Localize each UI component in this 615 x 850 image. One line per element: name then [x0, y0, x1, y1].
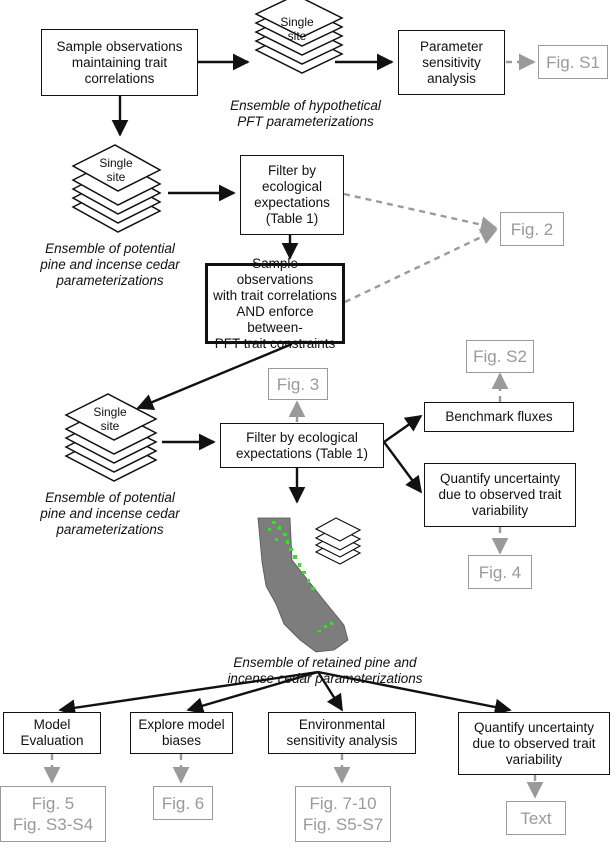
- stack1-label: Single site: [280, 15, 314, 43]
- arrow-filter2-to-quantify1: [383, 441, 422, 494]
- environmental-sensitivity-box: Environmental sensitivity analysis: [268, 712, 416, 754]
- benchmark-fluxes-box: Benchmark fluxes: [424, 402, 574, 432]
- fig-4-label: Fig. 4: [468, 555, 532, 589]
- site-stack-icon-2: [71, 144, 162, 233]
- caption-potential-1: Ensemble of potential pine and incense c…: [40, 241, 180, 288]
- explore-model-biases-box: Explore model biases: [130, 712, 233, 754]
- fig-3-label: Fig. 3: [268, 368, 328, 400]
- caption-retained: Ensemble of retained pine and incense ce…: [227, 655, 423, 686]
- parameter-sensitivity-box: Parameter sensitivity analysis: [398, 30, 505, 95]
- arrow-sample2-to-stack3: [136, 342, 293, 410]
- stack3-label: Single site: [93, 405, 127, 433]
- filter-ecological-box-1: Filter by ecological expectations (Table…: [240, 155, 344, 235]
- filter-ecological-box-2: Filter by ecological expectations (Table…: [220, 423, 384, 468]
- fig-s2-label: Fig. S2: [466, 340, 534, 373]
- fig-6-label: Fig. 6: [153, 786, 213, 820]
- fig-2-label: Fig. 2: [500, 212, 564, 246]
- arrow-filter2-to-benchmark: [383, 415, 423, 443]
- site-stack-icon-3: [64, 393, 158, 482]
- model-evaluation-box: Model Evaluation: [3, 712, 101, 754]
- site-stack-icon-1: [254, 0, 344, 74]
- sample-observations-box: Sample observations maintaining trait co…: [41, 29, 198, 96]
- arrow-map-to-explore: [186, 670, 319, 714]
- fig-7-10-label: Fig. 7-10 Fig. S5-S7: [295, 786, 391, 842]
- fig-5-label: Fig. 5 Fig. S3-S4: [0, 786, 106, 842]
- caption-potential-2: Ensemble of potential pine and incense c…: [40, 490, 180, 537]
- arrow-map-to-quantify2: [317, 670, 512, 716]
- stack2-label: Single site: [99, 156, 133, 184]
- quantify-uncertainty-box-2: Quantify uncertainty due to observed tra…: [458, 712, 610, 775]
- site-stack-icon-map: [314, 517, 362, 565]
- fig-s1-label: Fig. S1: [538, 45, 608, 79]
- sample-observations-constraints-box: Sample observations with trait correlati…: [205, 256, 345, 351]
- quantify-uncertainty-box-1: Quantify uncertainty due to observed tra…: [424, 463, 576, 527]
- arrow-map-to-model-eval: [58, 670, 319, 717]
- california-map-icon: [257, 517, 349, 653]
- dash-filter1-to-f2: [343, 192, 498, 233]
- dash-sample2-to-f2: [344, 228, 498, 304]
- text-label: Text: [506, 801, 566, 835]
- caption-hypothetical: Ensemble of hypothetical PFT parameteriz…: [230, 98, 381, 129]
- arrow-map-to-env-sens: [316, 671, 344, 712]
